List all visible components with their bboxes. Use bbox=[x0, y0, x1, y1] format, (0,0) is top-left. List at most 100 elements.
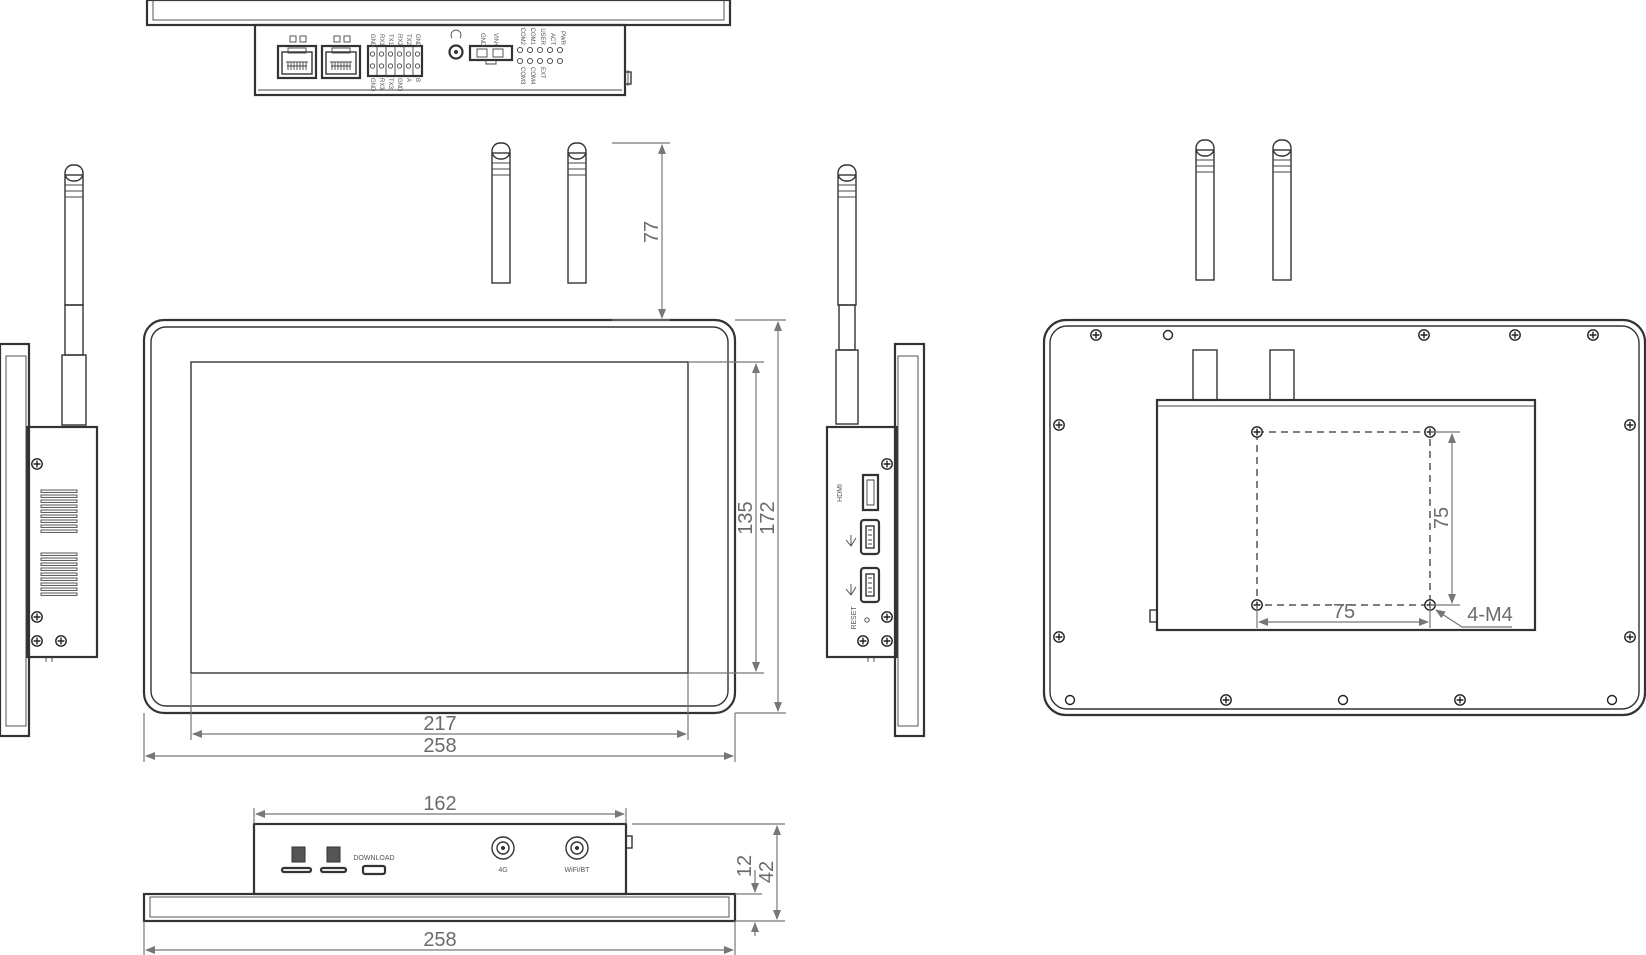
power-jack bbox=[448, 44, 464, 60]
terminal-pin bbox=[396, 51, 403, 57]
sim-card-slot bbox=[319, 866, 348, 874]
led-label: COM1 bbox=[529, 28, 535, 46]
port-label: GND bbox=[414, 34, 420, 48]
led-label: COM4 bbox=[529, 67, 535, 85]
dim-screen-width: 217 bbox=[423, 713, 456, 735]
port-label: VIN+ bbox=[492, 33, 498, 47]
vent-slot bbox=[40, 519, 78, 523]
vent-slot bbox=[40, 529, 78, 533]
port-label: GND bbox=[396, 78, 402, 92]
port-label: GND bbox=[369, 34, 375, 48]
download-label: DOWNLOAD bbox=[353, 855, 394, 862]
vent-slot bbox=[40, 499, 78, 503]
dimensions: 77 135 172 217 258 162 12 42 258 bbox=[143, 142, 1513, 955]
terminal-pin bbox=[387, 63, 394, 69]
power-labels: GND VIN+ bbox=[479, 33, 498, 47]
vent-slot bbox=[40, 592, 78, 596]
usb-port-1 bbox=[859, 518, 881, 556]
micro-usb-download-port bbox=[361, 864, 387, 876]
terminal-pin bbox=[369, 51, 376, 57]
led-label: PWR bbox=[559, 31, 565, 46]
left-side-view bbox=[0, 164, 99, 738]
led-indicator bbox=[556, 57, 564, 65]
dim-antenna-height: 77 bbox=[641, 221, 663, 243]
dim-bottom-overall-width: 258 bbox=[423, 929, 456, 951]
dim-box-depth: 12 bbox=[734, 855, 756, 877]
wifi-bt-label: WiFi/BT bbox=[565, 867, 591, 874]
rear-antenna-right bbox=[1272, 139, 1292, 281]
vent-slot bbox=[40, 562, 78, 566]
led-indicator bbox=[546, 46, 554, 54]
ethernet-port-1 bbox=[276, 44, 318, 80]
rear-view bbox=[1042, 139, 1646, 717]
right-side-view: HDMI RESET bbox=[825, 164, 926, 738]
vent-slot bbox=[40, 572, 78, 576]
port-label: RX2 bbox=[396, 34, 402, 46]
dim-overall-height: 172 bbox=[757, 501, 779, 534]
led-indicator bbox=[516, 57, 524, 65]
terminal-pin bbox=[369, 63, 376, 69]
led-indicator bbox=[546, 57, 554, 65]
port-label: RX1 bbox=[378, 34, 384, 46]
sd-card-slot bbox=[280, 866, 313, 874]
led-indicator bbox=[536, 57, 544, 65]
vent-slot bbox=[40, 514, 78, 518]
vesa-pattern bbox=[1256, 431, 1431, 606]
led-indicator bbox=[526, 46, 534, 54]
port-label: RX3 bbox=[378, 78, 384, 90]
power-terminal bbox=[468, 44, 514, 62]
reset-button[interactable] bbox=[864, 617, 870, 623]
led-label: COM3 bbox=[519, 67, 525, 85]
led-indicator bbox=[536, 46, 544, 54]
hdmi-label: HDMI bbox=[837, 484, 844, 502]
dim-box-width: 162 bbox=[423, 793, 456, 815]
vent-slot bbox=[40, 577, 78, 581]
vent-slots-upper bbox=[40, 489, 78, 533]
dim-overall-width: 258 bbox=[423, 735, 456, 757]
vent-slot bbox=[40, 582, 78, 586]
vent-slot bbox=[40, 524, 78, 528]
rear-antenna-left bbox=[1195, 139, 1215, 281]
vent-slot bbox=[40, 552, 78, 556]
reset-label: RESET bbox=[851, 606, 858, 630]
port-label: GND bbox=[479, 33, 485, 47]
led-indicator bbox=[516, 46, 524, 54]
dim-vesa-height: 75 bbox=[1431, 507, 1453, 529]
terminal-pin bbox=[378, 51, 385, 57]
vent-slot bbox=[40, 494, 78, 498]
vent-slot bbox=[40, 504, 78, 508]
usb-port-2 bbox=[859, 566, 881, 604]
4g-label: 4G bbox=[498, 867, 507, 874]
port-label: GND bbox=[369, 78, 375, 92]
dim-screen-height: 135 bbox=[735, 501, 757, 534]
antenna-connector-wifi bbox=[565, 836, 589, 860]
terminal-pin bbox=[405, 51, 412, 57]
display-area bbox=[190, 361, 689, 674]
rear-screws bbox=[1053, 329, 1636, 706]
terminal-pin bbox=[387, 51, 394, 57]
terminal-pin bbox=[396, 63, 403, 69]
vent-slots-lower bbox=[40, 552, 78, 596]
port-label: TX2 bbox=[405, 34, 411, 46]
led-label: USER bbox=[539, 28, 545, 45]
terminal-pin bbox=[405, 63, 412, 69]
dim-vesa-width: 75 bbox=[1333, 601, 1355, 623]
antenna-left bbox=[491, 142, 511, 284]
led-labels-row-2: COM3 COM4 EXT bbox=[519, 67, 545, 85]
vent-slot bbox=[40, 587, 78, 591]
led-label: EXT bbox=[539, 67, 545, 79]
serial-terminal-block bbox=[366, 44, 424, 78]
led-indicator bbox=[556, 46, 564, 54]
vent-slot bbox=[40, 489, 78, 493]
rear-holes bbox=[1064, 329, 1618, 706]
usb-icon bbox=[845, 535, 857, 596]
terminal-pin bbox=[414, 51, 421, 57]
ethernet-port-2 bbox=[320, 44, 362, 80]
port-label: A bbox=[405, 78, 411, 82]
led-indicator bbox=[526, 57, 534, 65]
port-label: B bbox=[414, 78, 420, 82]
